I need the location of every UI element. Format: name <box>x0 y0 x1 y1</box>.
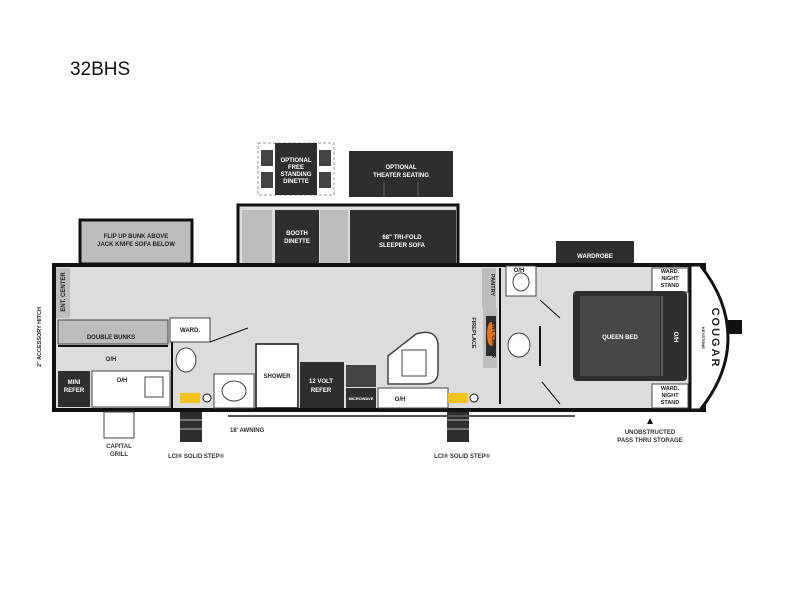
booth-dinette-line1: BOOTH <box>286 231 308 237</box>
entry-badge-right <box>469 393 479 403</box>
queen-bed-label: QUEEN BED <box>602 335 638 341</box>
optional-dinette-line1: OPTIONAL <box>281 158 312 164</box>
ward-left <box>169 317 211 343</box>
sleeper-sofa-line1: 68" TRI-FOLD <box>382 235 422 241</box>
accessory-hitch-label: 2" ACCESSORY HITCH <box>37 307 43 367</box>
optional-dinette-line3: STANDING <box>281 172 312 178</box>
island-sink <box>401 349 427 377</box>
ent-center-right-label: ENT. CENTER <box>490 322 496 358</box>
pass-thru-line2: PASS THRU STORAGE <box>617 438 682 444</box>
pantry-cabinet <box>482 268 496 308</box>
bunk-slideout <box>78 218 194 266</box>
ward-nightstand-bottom-line2: NIGHT <box>661 393 679 399</box>
solid-step-left-label: LCI® SOLID STEP® <box>168 453 224 460</box>
ent-center-left-label: ENT. CENTER <box>61 272 67 312</box>
nose-cap <box>688 263 730 412</box>
booth-dinette-bench <box>242 210 272 270</box>
outdoor-sink <box>144 376 164 398</box>
capital-grill-line1: CAPITAL <box>106 444 132 450</box>
queen-bed <box>573 291 687 381</box>
flip-bunk-line1: FLIP UP BUNK ABOVE <box>104 234 169 240</box>
brand-logo: COUGAR <box>709 308 721 369</box>
toilet <box>175 347 197 373</box>
bed-oh-label: O/H <box>672 332 678 343</box>
bunk-door <box>209 327 249 343</box>
bath-vanity <box>213 373 255 409</box>
entry-logo-right <box>448 393 468 403</box>
ent-center-left-cabinet <box>56 268 70 318</box>
ward-nightstand-top-line2: NIGHT <box>661 276 679 282</box>
mini-refer-line1: MINI <box>68 380 81 386</box>
kitchen-counter <box>377 387 449 409</box>
pass-thru-arrow <box>647 418 653 424</box>
optional-theater-line1: OPTIONAL <box>386 165 417 171</box>
master-door <box>541 381 561 405</box>
double-bunks <box>57 319 169 345</box>
pass-thru-line1: UNOBSTRUCTED <box>625 430 676 436</box>
ward-nightstand-top-line3: STAND <box>661 283 680 289</box>
awning-label: 18' AWNING <box>230 428 265 434</box>
oh-center-label: O/H <box>395 397 406 403</box>
refer-12v-line2: REFER <box>311 388 332 394</box>
optional-dinette-line2: FREE <box>288 165 304 171</box>
optional-dinette-chair <box>319 150 331 166</box>
kitchen-oh-left-label: O/H <box>117 378 128 384</box>
optional-dinette-table <box>275 143 317 195</box>
master-toilet <box>507 332 531 358</box>
double-bunks-label: DOUBLE BUNKS <box>87 335 135 341</box>
mini-refer <box>58 371 90 407</box>
solid-step-left <box>180 412 202 442</box>
capital-grill-line2: GRILL <box>110 452 128 458</box>
master-door <box>539 299 561 319</box>
flip-bunk-line2: JACK KNIFE SOFA BELOW <box>97 242 175 248</box>
entry-logo-left <box>180 393 200 403</box>
optional-dinette-line4: DINETTE <box>283 179 309 185</box>
ward-nightstand-bottom-line3: STAND <box>661 400 680 406</box>
sleeper-sofa-line2: SLEEPER SOFA <box>379 243 426 249</box>
ward-nightstand-bottom-line1: WARD. <box>661 386 680 392</box>
solid-step-right-label: LCI® SOLID STEP® <box>434 453 490 460</box>
optional-theater-line2: THEATER SEATING <box>373 173 429 179</box>
bunk-oh-label: O/H <box>106 357 117 363</box>
wardrobe-label: WARDROBE <box>577 254 613 260</box>
model-title: 32BHS <box>70 59 131 80</box>
ward-nightstand-top-line1: WARD. <box>661 269 680 275</box>
shower-label: SHOWER <box>264 374 292 380</box>
booth-dinette-bench <box>320 210 348 270</box>
pantry-label: PANTRY <box>489 274 495 296</box>
capital-grill <box>103 411 135 439</box>
ward-left-label: WARD. <box>180 328 200 334</box>
microwave-label: MICROWAVE <box>349 396 374 401</box>
optional-dinette-chair <box>261 150 273 166</box>
queen-bed-mattress <box>580 296 660 376</box>
bath-sink <box>221 380 247 402</box>
sleeper-sofa <box>350 210 456 266</box>
booth-dinette-table <box>275 210 319 270</box>
refrigerator <box>300 362 344 408</box>
fireplace-label: FIREPLACE <box>470 317 476 349</box>
brand-sub-logo: KEYSTONE <box>701 327 706 349</box>
fireplace-flame <box>487 322 495 346</box>
refer-12v-line1: 12 VOLT <box>309 379 333 385</box>
entry-badge-left <box>202 393 212 403</box>
optional-theater-seating <box>349 151 453 197</box>
shower <box>255 343 299 409</box>
range <box>346 365 376 387</box>
oh-bath-label: O/H <box>514 268 525 274</box>
wardrobe-nightstand-bottom <box>651 383 689 409</box>
master-bath-sink <box>512 272 530 292</box>
mini-refer-line2: REFER <box>64 388 85 394</box>
kingpin <box>728 320 742 334</box>
booth-dinette-line2: DINETTE <box>284 239 310 245</box>
optional-dinette-chair <box>261 172 273 188</box>
optional-dinette-chair <box>319 172 331 188</box>
microwave <box>346 388 376 408</box>
